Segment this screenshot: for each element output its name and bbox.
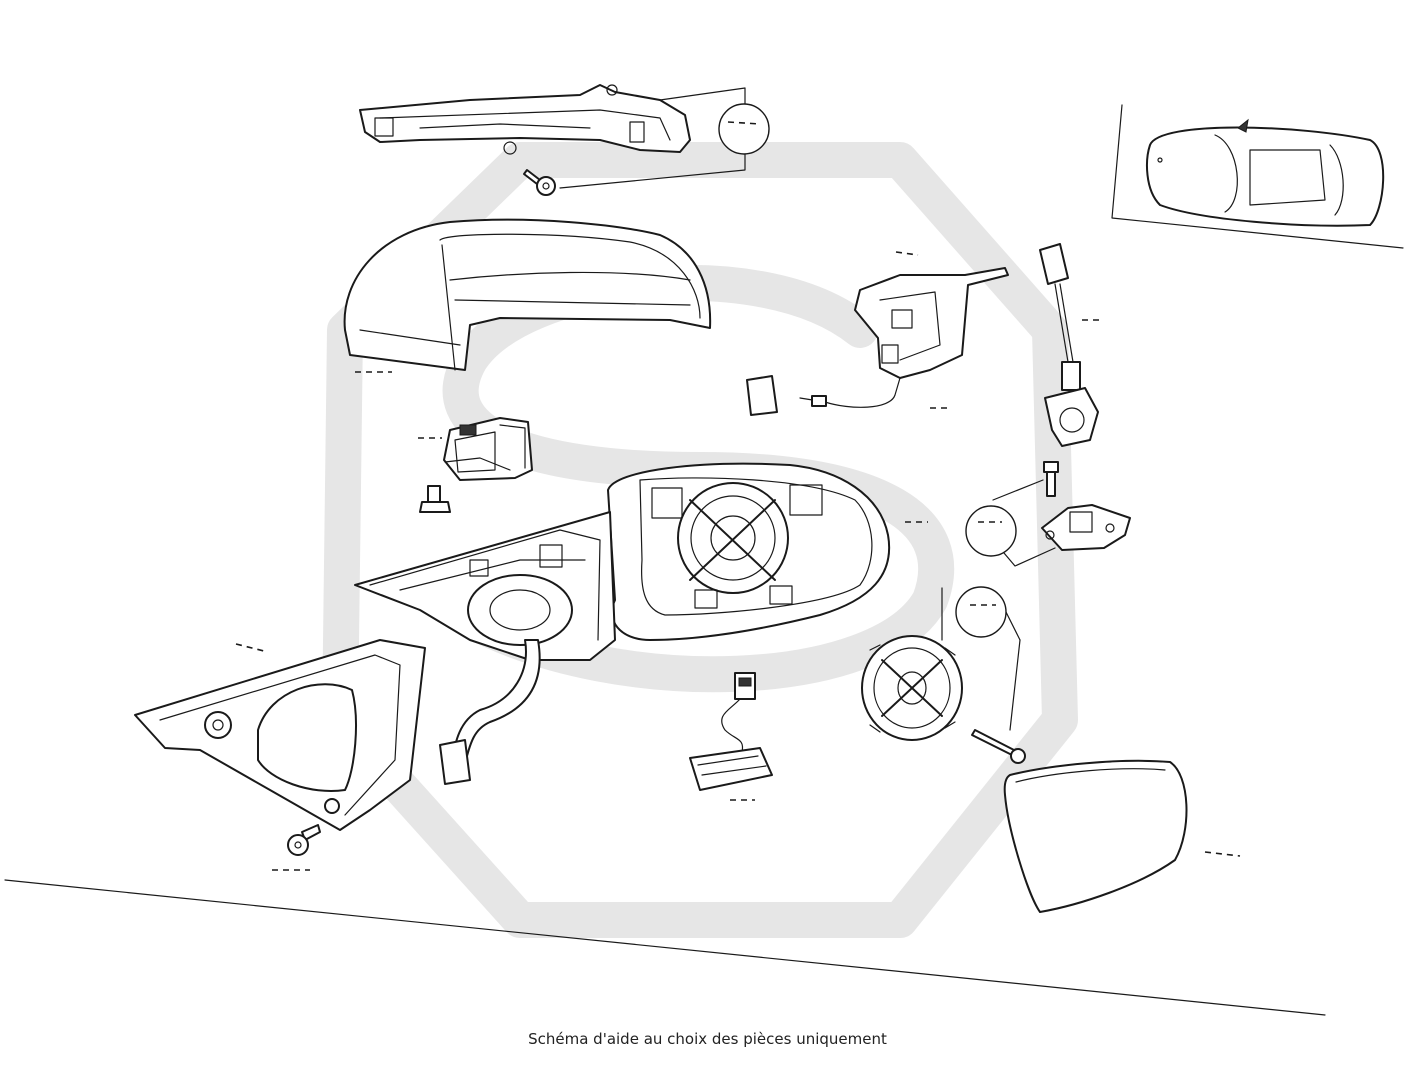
sensor-cable[interactable] — [746, 375, 901, 416]
base-trim-cover[interactable] — [134, 639, 426, 831]
leader-line — [941, 587, 1021, 731]
trim-screw[interactable] — [272, 824, 321, 871]
indicator-bolt[interactable] — [523, 169, 556, 196]
diagram-caption: Schéma d'aide au choix des pièces unique… — [528, 1030, 887, 1048]
mirror-housing-base[interactable] — [354, 511, 616, 785]
turn-signal-indicator[interactable] — [359, 84, 691, 155]
reference-mark — [727, 121, 761, 125]
vehicle-thumbnail[interactable] — [1111, 104, 1404, 249]
reference-circle — [718, 103, 770, 155]
reference-circle — [965, 505, 1017, 557]
camera-bracket[interactable] — [1041, 504, 1131, 551]
ground-line — [4, 879, 1326, 1016]
reference-circle — [955, 586, 1007, 638]
motor-screw[interactable] — [419, 485, 451, 513]
mirror-glass[interactable] — [1003, 759, 1241, 913]
bracket-screw[interactable] — [1043, 461, 1059, 497]
wiring-connector-module[interactable] — [689, 672, 773, 801]
camera-module[interactable] — [1039, 243, 1102, 447]
mirror-cover-cap[interactable] — [343, 218, 712, 373]
mounting-bracket[interactable] — [854, 251, 1009, 409]
glass-actuator[interactable] — [861, 635, 963, 741]
actuator-bolt[interactable] — [971, 729, 1026, 764]
adjustment-motor[interactable] — [418, 417, 533, 481]
mirror-frame[interactable] — [607, 462, 928, 641]
